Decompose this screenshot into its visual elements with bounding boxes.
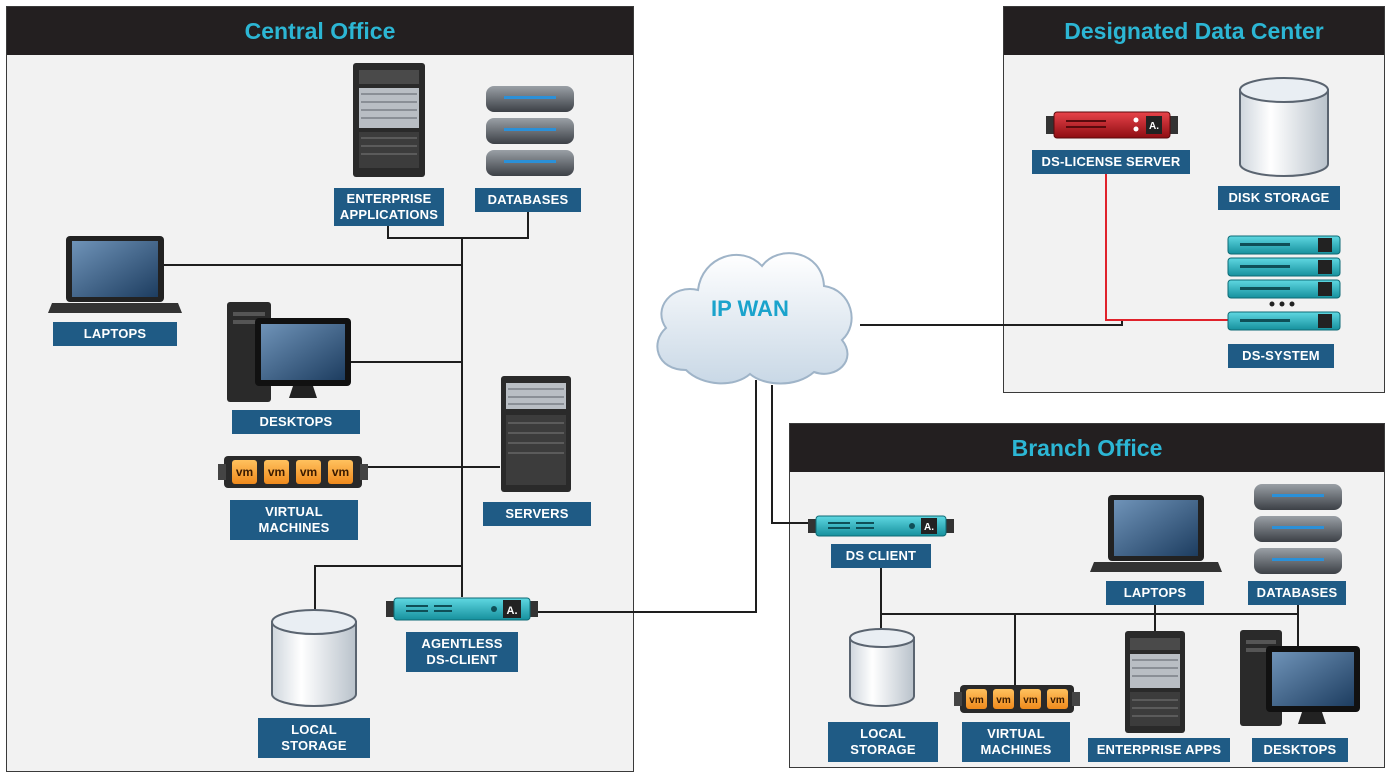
central-office-title: Central Office: [7, 7, 633, 55]
branch-virtual-machines-icon: vm vm vm vm: [954, 685, 1080, 713]
vm-badge: vm: [332, 465, 349, 479]
data-center-title: Designated Data Center: [1004, 7, 1384, 55]
vm-badge: vm: [236, 465, 253, 479]
label-branch-enterprise-apps: ENTERPRISE APPS: [1088, 738, 1230, 762]
rack-server-icon: [501, 376, 571, 492]
branch-database-icon: [1254, 484, 1342, 574]
cloud-icon: [656, 252, 853, 385]
appliance-logo: A.: [924, 522, 934, 533]
label-servers: SERVERS: [483, 502, 591, 526]
license-server-icon: A.: [1046, 111, 1178, 139]
label-license-server: DS-LICENSE SERVER: [1032, 150, 1190, 174]
agentless-appliance-icon: A.: [386, 597, 538, 621]
label-branch-laptops: LAPTOPS: [1106, 581, 1204, 605]
vm-badge: vm: [1050, 695, 1065, 706]
vm-badge: vm: [1023, 695, 1038, 706]
vm-badge: vm: [268, 465, 285, 479]
cylinder-storage-icon: [271, 609, 357, 707]
label-enterprise-applications: ENTERPRISE APPLICATIONS: [334, 188, 444, 226]
label-virtual-machines: VIRTUAL MACHINES: [230, 500, 358, 540]
appliance-logo: A.: [1149, 121, 1159, 132]
label-branch-databases: DATABASES: [1248, 581, 1346, 605]
disk-storage-icon: [1239, 77, 1329, 177]
vm-badge: vm: [996, 695, 1011, 706]
virtual-machines-icon: vm vm vm vm: [218, 456, 368, 488]
label-laptops: LAPTOPS: [53, 322, 177, 346]
label-disk-storage: DISK STORAGE: [1218, 186, 1340, 210]
ds-system-stack-icon: [1227, 235, 1341, 331]
ds-client-appliance-icon: A.: [808, 515, 954, 537]
label-local-storage: LOCAL STORAGE: [258, 718, 370, 758]
laptop-icon: [48, 236, 182, 313]
branch-office-title: Branch Office: [790, 424, 1384, 472]
label-branch-virtual-machines: VIRTUAL MACHINES: [962, 722, 1070, 762]
label-ds-system: DS-SYSTEM: [1228, 344, 1334, 368]
branch-laptop-icon: [1090, 495, 1222, 572]
cloud-label: IP WAN: [711, 296, 789, 321]
database-stack-icon: [486, 86, 574, 176]
label-databases: DATABASES: [475, 188, 581, 212]
branch-cylinder-storage-icon: [849, 628, 915, 707]
label-branch-local-storage: LOCAL STORAGE: [828, 722, 938, 762]
label-branch-desktops: DESKTOPS: [1252, 738, 1348, 762]
branch-desktop-icon: [1240, 630, 1360, 726]
vm-badge: vm: [300, 465, 317, 479]
label-agentless-ds-client: AGENTLESS DS-CLIENT: [406, 632, 518, 672]
label-desktops: DESKTOPS: [232, 410, 360, 434]
branch-tower-server-icon: [1125, 631, 1185, 733]
tower-server-icon: [353, 63, 425, 177]
desktop-computer-icon: [227, 302, 351, 402]
appliance-logo: A.: [507, 605, 518, 617]
label-ds-client: DS CLIENT: [831, 544, 931, 568]
vm-badge: vm: [969, 695, 984, 706]
